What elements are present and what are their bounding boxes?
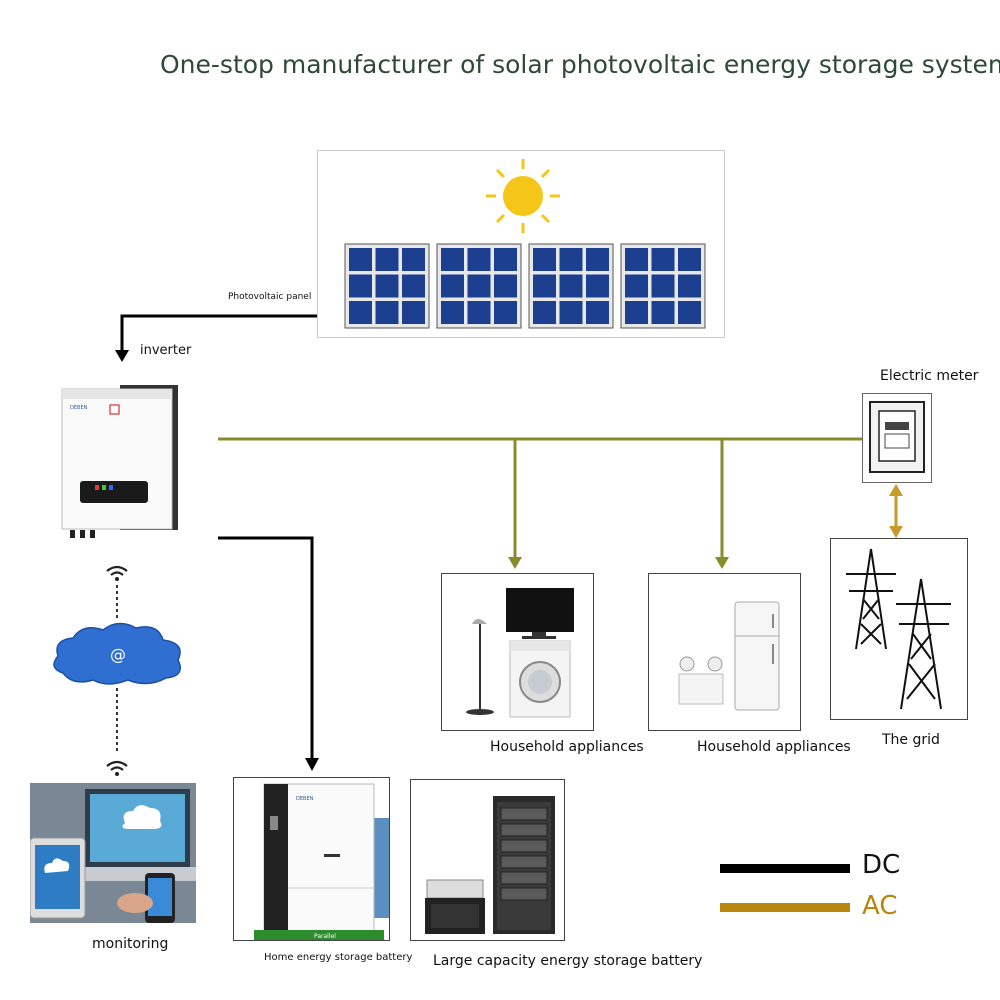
solar-cell xyxy=(533,274,556,298)
rack-icon xyxy=(425,796,555,934)
solar-cell xyxy=(375,274,399,298)
meter-label: Electric meter xyxy=(880,368,979,384)
grid-label: The grid xyxy=(882,732,940,748)
solar-cell xyxy=(625,274,648,298)
solar-cell xyxy=(559,301,583,324)
solar-cell xyxy=(559,248,583,271)
solar-cell xyxy=(533,301,556,324)
wifi-icon xyxy=(106,565,128,581)
solar-cell xyxy=(494,274,517,298)
large-battery-label: Large capacity energy storage battery xyxy=(433,953,703,969)
large-battery-box xyxy=(410,779,565,941)
solar-cell xyxy=(441,248,464,271)
solar-cell xyxy=(467,248,491,271)
battery-brand: DEBEN xyxy=(296,796,314,802)
battery-banner: Parallel xyxy=(314,933,336,940)
inverter-label: inverter xyxy=(140,343,192,358)
lamp-icon xyxy=(466,619,494,715)
solar-cell xyxy=(559,274,583,298)
appliances-label-1: Household appliances xyxy=(490,739,644,755)
inverter-brand: DEBEN xyxy=(70,405,88,411)
pv-label: Photovoltaic panel xyxy=(228,292,312,302)
arrow-to-inverter xyxy=(115,350,129,362)
solar-cell xyxy=(586,274,609,298)
inverter-icon: DEBEN xyxy=(60,385,180,540)
appliances-label-2: Household appliances xyxy=(697,739,851,755)
solar-cell xyxy=(678,274,701,298)
monitoring-label: monitoring xyxy=(92,936,169,952)
wifi-icon xyxy=(106,760,128,776)
solar-cell xyxy=(625,301,648,324)
arrow-up-meter xyxy=(889,484,903,496)
battery-icon: DEBEN Parallel xyxy=(254,783,389,940)
solar-cell xyxy=(467,274,491,298)
solar-cell xyxy=(651,274,675,298)
solar-cell xyxy=(625,248,648,271)
solar-cell xyxy=(494,301,517,324)
arrow-to-battery xyxy=(305,758,319,771)
solar-cell xyxy=(586,248,609,271)
arrow-appliance-2 xyxy=(715,557,729,569)
arrow-appliance-1 xyxy=(508,557,522,569)
meter-icon xyxy=(869,401,925,473)
solar-cell xyxy=(651,301,675,324)
solar-cell xyxy=(349,248,372,271)
home-battery-label: Home energy storage battery xyxy=(264,952,413,963)
solar-panel-box xyxy=(317,150,725,338)
legend-dc-label: DC xyxy=(862,850,901,880)
solar-cell xyxy=(586,301,609,324)
cloud-icon: @ xyxy=(53,622,181,685)
solar-cell xyxy=(375,301,399,324)
solar-panel-icon xyxy=(344,159,706,329)
solar-cell xyxy=(402,301,425,324)
laptop-icon xyxy=(30,783,196,923)
page-title: One-stop manufacturer of solar photovolt… xyxy=(160,50,1000,79)
solar-cell xyxy=(349,274,372,298)
solar-cell xyxy=(467,301,491,324)
solar-cell xyxy=(375,248,399,271)
solar-cell xyxy=(533,248,556,271)
legend-ac-label: AC xyxy=(862,891,898,921)
grid-box xyxy=(830,538,968,720)
home-battery-box: DEBEN Parallel xyxy=(233,777,390,941)
appliances-box-1 xyxy=(441,573,594,731)
solar-cell xyxy=(402,248,425,271)
dc-wire-inverter-to-battery xyxy=(218,536,314,760)
legend-ac-line xyxy=(720,903,850,912)
sun-icon xyxy=(486,159,560,233)
solar-cell xyxy=(651,248,675,271)
fridge-icon xyxy=(734,601,780,711)
solar-cell xyxy=(441,301,464,324)
solar-cell xyxy=(441,274,464,298)
tv-icon xyxy=(506,588,574,639)
solar-cell xyxy=(678,301,701,324)
solar-cell xyxy=(678,248,701,271)
legend-dc-line xyxy=(720,864,850,873)
tower-icon xyxy=(846,548,951,710)
appliances-box-2 xyxy=(648,573,801,731)
dc-wire-pv-to-inverter xyxy=(120,314,320,353)
solar-cell xyxy=(494,248,517,271)
solar-cell xyxy=(402,274,425,298)
washer-icon xyxy=(509,640,571,718)
meter-box xyxy=(862,393,932,483)
solar-cell xyxy=(349,301,372,324)
svg-text:@: @ xyxy=(110,645,126,664)
arrow-down-grid xyxy=(889,526,903,538)
